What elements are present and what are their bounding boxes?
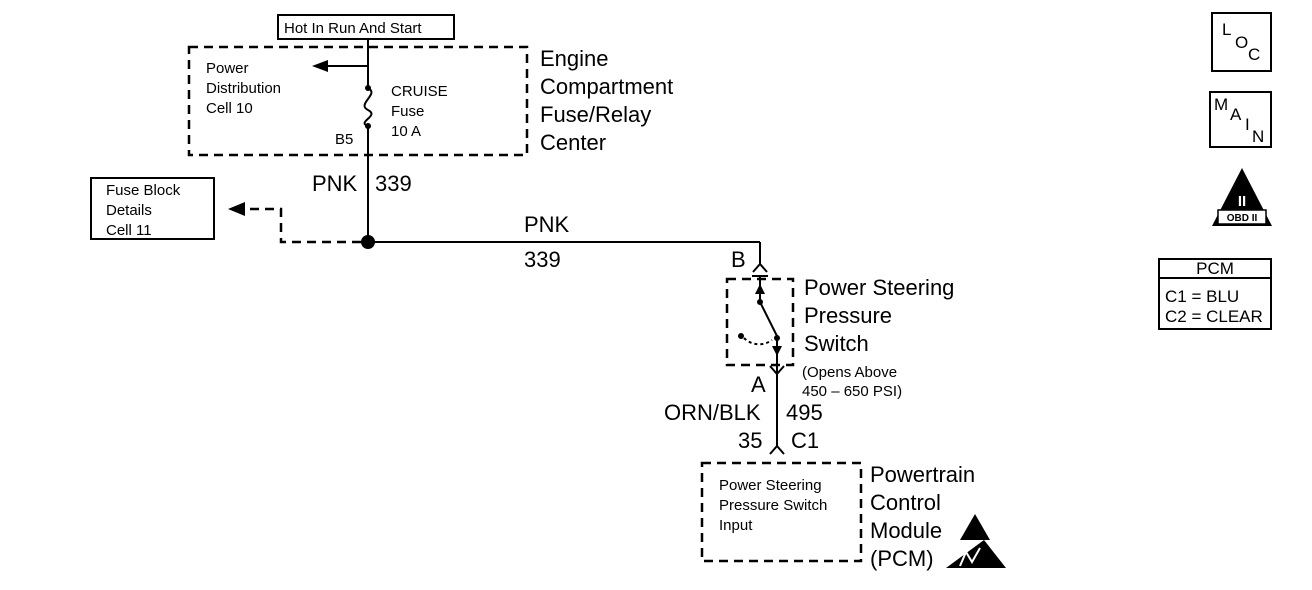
engine-title-line-3: Fuse/Relay [540, 102, 651, 127]
engine-title-line-4: Center [540, 130, 606, 155]
main-wire-circuit: 339 [524, 247, 561, 272]
pressure-switch-symbol [738, 275, 782, 358]
cruise-fuse-symbol [363, 66, 373, 129]
power-dist-line-1: Power [206, 60, 249, 77]
pcm-title-line-1: Powertrain [870, 462, 975, 487]
pcm-input-line-1: Power Steering [719, 477, 822, 494]
hot-in-run-label: Hot In Run And Start [277, 14, 455, 40]
connector-c1: C1 [791, 428, 819, 453]
main-letter-n: N [1252, 127, 1264, 146]
loc-icon: L O C [1211, 12, 1272, 72]
upper-wire-circuit: 339 [375, 171, 412, 196]
connector-c1-symbol [769, 444, 785, 455]
pcm-input-line-3: Input [719, 517, 753, 534]
fuse-block-details-box [90, 177, 215, 240]
connector-pin-35: 35 [738, 428, 762, 453]
switch-pin-b: B [731, 247, 746, 272]
switch-title-line-2: Pressure [804, 303, 892, 328]
fuse-block-line-2: Details [106, 202, 152, 219]
main-letter-a: A [1230, 105, 1242, 124]
main-icon: M A I N [1209, 91, 1272, 148]
arrow-left-icon-2 [228, 202, 245, 216]
pcm-title-line-3: Module [870, 518, 942, 543]
pcm-legend-title: PCM [1196, 259, 1234, 278]
pcm-connector-legend: PCM C1 = BLU C2 = CLEAR [1158, 258, 1272, 330]
pcm-box [700, 461, 863, 563]
connector-b-symbol [752, 262, 768, 273]
arrow-left-icon [312, 60, 328, 72]
main-wire-color: PNK [524, 212, 570, 237]
warning-triangle-icon [960, 514, 990, 540]
switch-note-line-2: 450 – 650 PSI) [802, 383, 902, 400]
pcm-legend-line-1: C1 = BLU [1165, 287, 1239, 306]
switch-pin-a: A [751, 372, 766, 397]
fuse-pin-b5: B5 [335, 131, 353, 148]
switch-title-line-1: Power Steering [804, 275, 954, 300]
switch-note-line-1: (Opens Above [802, 364, 897, 381]
power-dist-line-3: Cell 10 [206, 100, 253, 117]
engine-fuse-center-box [187, 45, 529, 157]
pcm-title-line-2: Control [870, 490, 941, 515]
fuse-rating: 10 A [391, 123, 421, 140]
obd-numeral: II [1238, 193, 1246, 210]
loc-letter-o: O [1235, 33, 1248, 52]
fuse-block-line-1: Fuse Block [106, 182, 181, 199]
pcm-legend-line-2: C2 = CLEAR [1165, 307, 1263, 326]
upper-wire-color: PNK [312, 171, 358, 196]
esd-sensitive-icon [946, 540, 1006, 568]
engine-fuse-center-title: Engine Compartment Fuse/Relay Center [540, 46, 673, 155]
switch-title-line-3: Switch [804, 331, 869, 356]
fuse-name: CRUISE [391, 83, 448, 100]
power-distribution-ref: Power Distribution Cell 10 [206, 60, 281, 117]
main-letter-m: M [1214, 95, 1228, 114]
power-dist-line-2: Distribution [206, 80, 281, 97]
pcm-input-line-2: Pressure Switch [719, 497, 827, 514]
loc-letter-l: L [1222, 20, 1231, 39]
engine-title-line-2: Compartment [540, 74, 673, 99]
obd-ii-icon: II OBD II [1212, 168, 1272, 226]
fuse-word: Fuse [391, 103, 424, 120]
main-letter-i: I [1245, 115, 1250, 134]
fuse-block-line-3: Cell 11 [106, 222, 152, 239]
pcm-title-line-4: (PCM) [870, 546, 934, 571]
lower-wire-color: ORN/BLK [664, 400, 761, 425]
lower-wire-circuit: 495 [786, 400, 823, 425]
obd-label: OBD II [1227, 213, 1258, 224]
engine-title-line-1: Engine [540, 46, 609, 71]
loc-letter-c: C [1248, 45, 1260, 64]
fuse-block-link-dashed [245, 207, 361, 244]
hot-in-run-text: Hot In Run And Start [284, 20, 422, 37]
